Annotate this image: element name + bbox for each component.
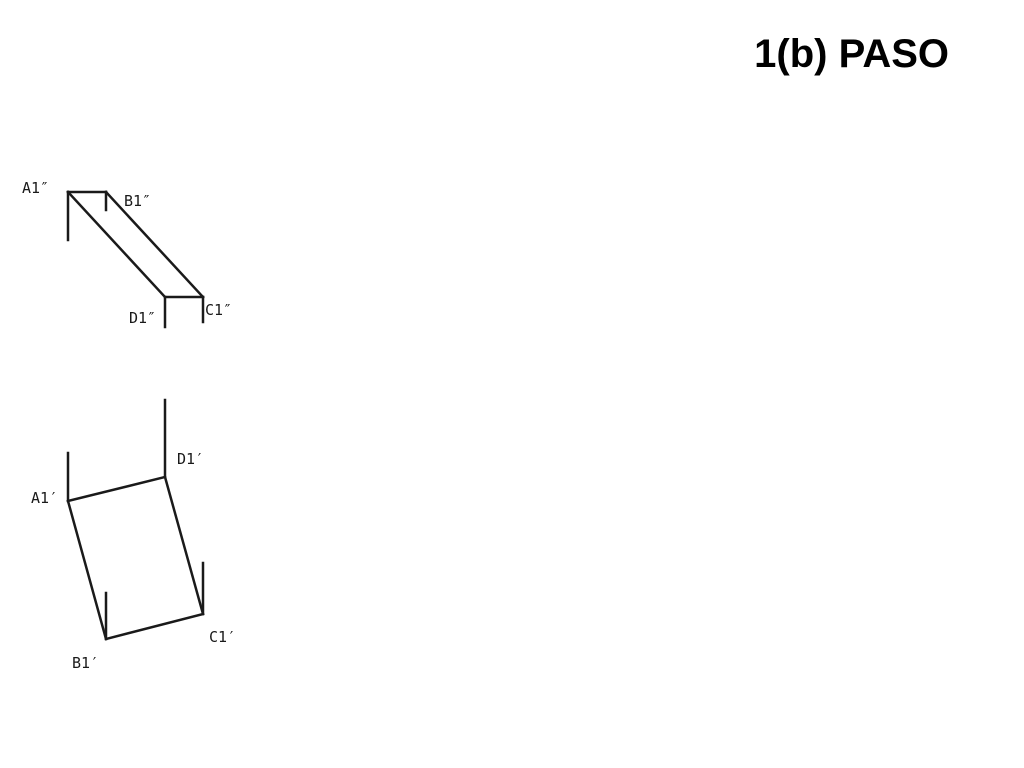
elevation-view: A1″ B1″ D1″ C1″ [22, 179, 232, 329]
slide-title: 1(b) PASO [754, 32, 949, 76]
plan-edge-a1-d1 [66, 475, 167, 503]
elevation-edge-b1-c1 [104, 190, 205, 299]
plan-edge-c1-b1 [104, 612, 205, 641]
plan-edge-d1-c1 [163, 475, 205, 616]
label-a1-double-prime: A1″ [22, 179, 49, 197]
label-a1-prime: A1′ [31, 489, 58, 507]
label-c1-double-prime: C1″ [205, 301, 232, 319]
plan-view: D1′ A1′ C1′ B1′ [31, 398, 236, 672]
label-d1-prime: D1′ [177, 450, 204, 468]
elevation-edge-a1-d1 [66, 190, 167, 299]
label-b1-double-prime: B1″ [124, 192, 151, 210]
plan-edge-b1-a1 [66, 499, 108, 641]
label-d1-double-prime: D1″ [129, 309, 156, 327]
label-c1-prime: C1′ [209, 628, 236, 646]
label-b1-prime: B1′ [72, 654, 99, 672]
